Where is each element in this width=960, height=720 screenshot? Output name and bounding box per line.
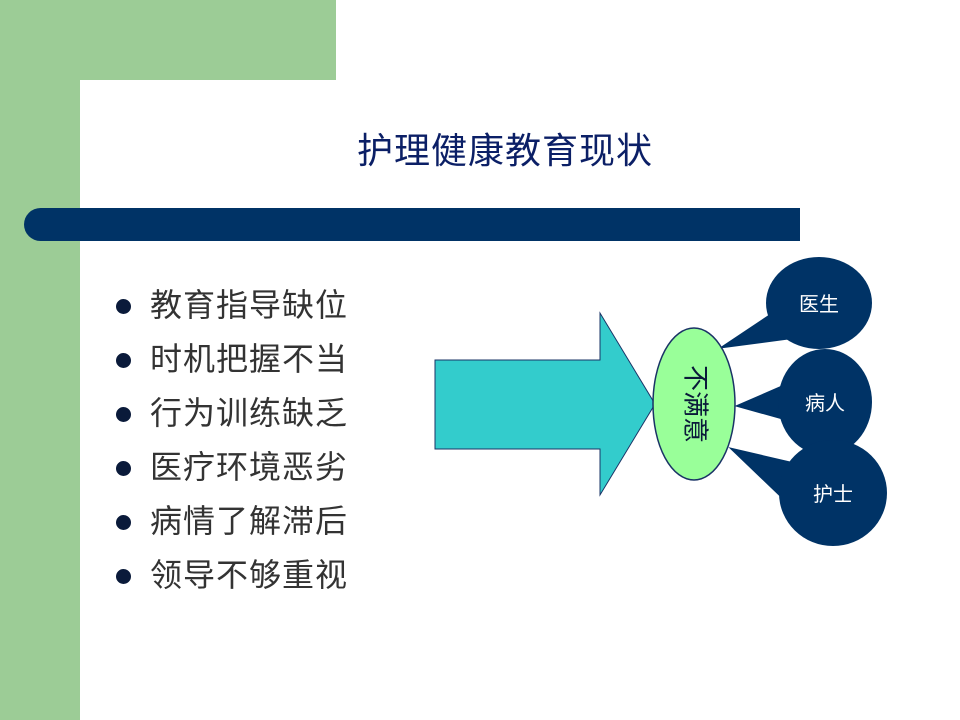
bullet-list: 教育指导缺位 时机把握不当 行为训练缺乏 医疗环境恶劣 病情了解滞后 领导不够重… bbox=[112, 280, 348, 604]
bullet-dot-icon bbox=[116, 569, 131, 584]
bullet-item: 领导不够重视 bbox=[112, 550, 348, 604]
bullet-text: 时机把握不当 bbox=[150, 340, 349, 378]
bullet-item: 教育指导缺位 bbox=[112, 280, 348, 334]
dissatisfied-label: 不满意 bbox=[680, 365, 710, 443]
bullet-text: 领导不够重视 bbox=[150, 556, 349, 594]
bullet-item: 病情了解滞后 bbox=[112, 496, 348, 550]
content-area-corner bbox=[80, 80, 160, 160]
title-underline-bar bbox=[24, 208, 800, 241]
bullet-item: 医疗环境恶劣 bbox=[112, 442, 348, 496]
callout-bubble-doctor: 医生 bbox=[719, 257, 872, 349]
bullet-text: 医疗环境恶劣 bbox=[150, 448, 349, 486]
callout-bubble-nurse: 护士 bbox=[728, 440, 887, 546]
bullet-item: 行为训练缺乏 bbox=[112, 388, 348, 442]
dissatisfied-ellipse bbox=[652, 327, 736, 481]
bullet-text: 行为训练缺乏 bbox=[150, 394, 349, 432]
right-arrow-icon bbox=[434, 311, 656, 497]
bullet-item: 时机把握不当 bbox=[112, 334, 348, 388]
bullet-dot-icon bbox=[116, 299, 131, 314]
bullet-dot-icon bbox=[116, 407, 131, 422]
bullet-dot-icon bbox=[116, 353, 131, 368]
slide-title: 护理健康教育现状 bbox=[356, 131, 653, 172]
callout-bubble-patient: 病人 bbox=[734, 349, 872, 455]
bubble-label-nurse: 护士 bbox=[813, 482, 853, 506]
bullet-text: 教育指导缺位 bbox=[150, 286, 349, 324]
green-left-band bbox=[0, 0, 80, 720]
bullet-text: 病情了解滞后 bbox=[150, 502, 349, 540]
bullet-dot-icon bbox=[116, 461, 131, 476]
bullet-dot-icon bbox=[116, 515, 131, 530]
bubble-label-doctor: 医生 bbox=[799, 292, 839, 316]
bubble-label-patient: 病人 bbox=[805, 391, 845, 415]
